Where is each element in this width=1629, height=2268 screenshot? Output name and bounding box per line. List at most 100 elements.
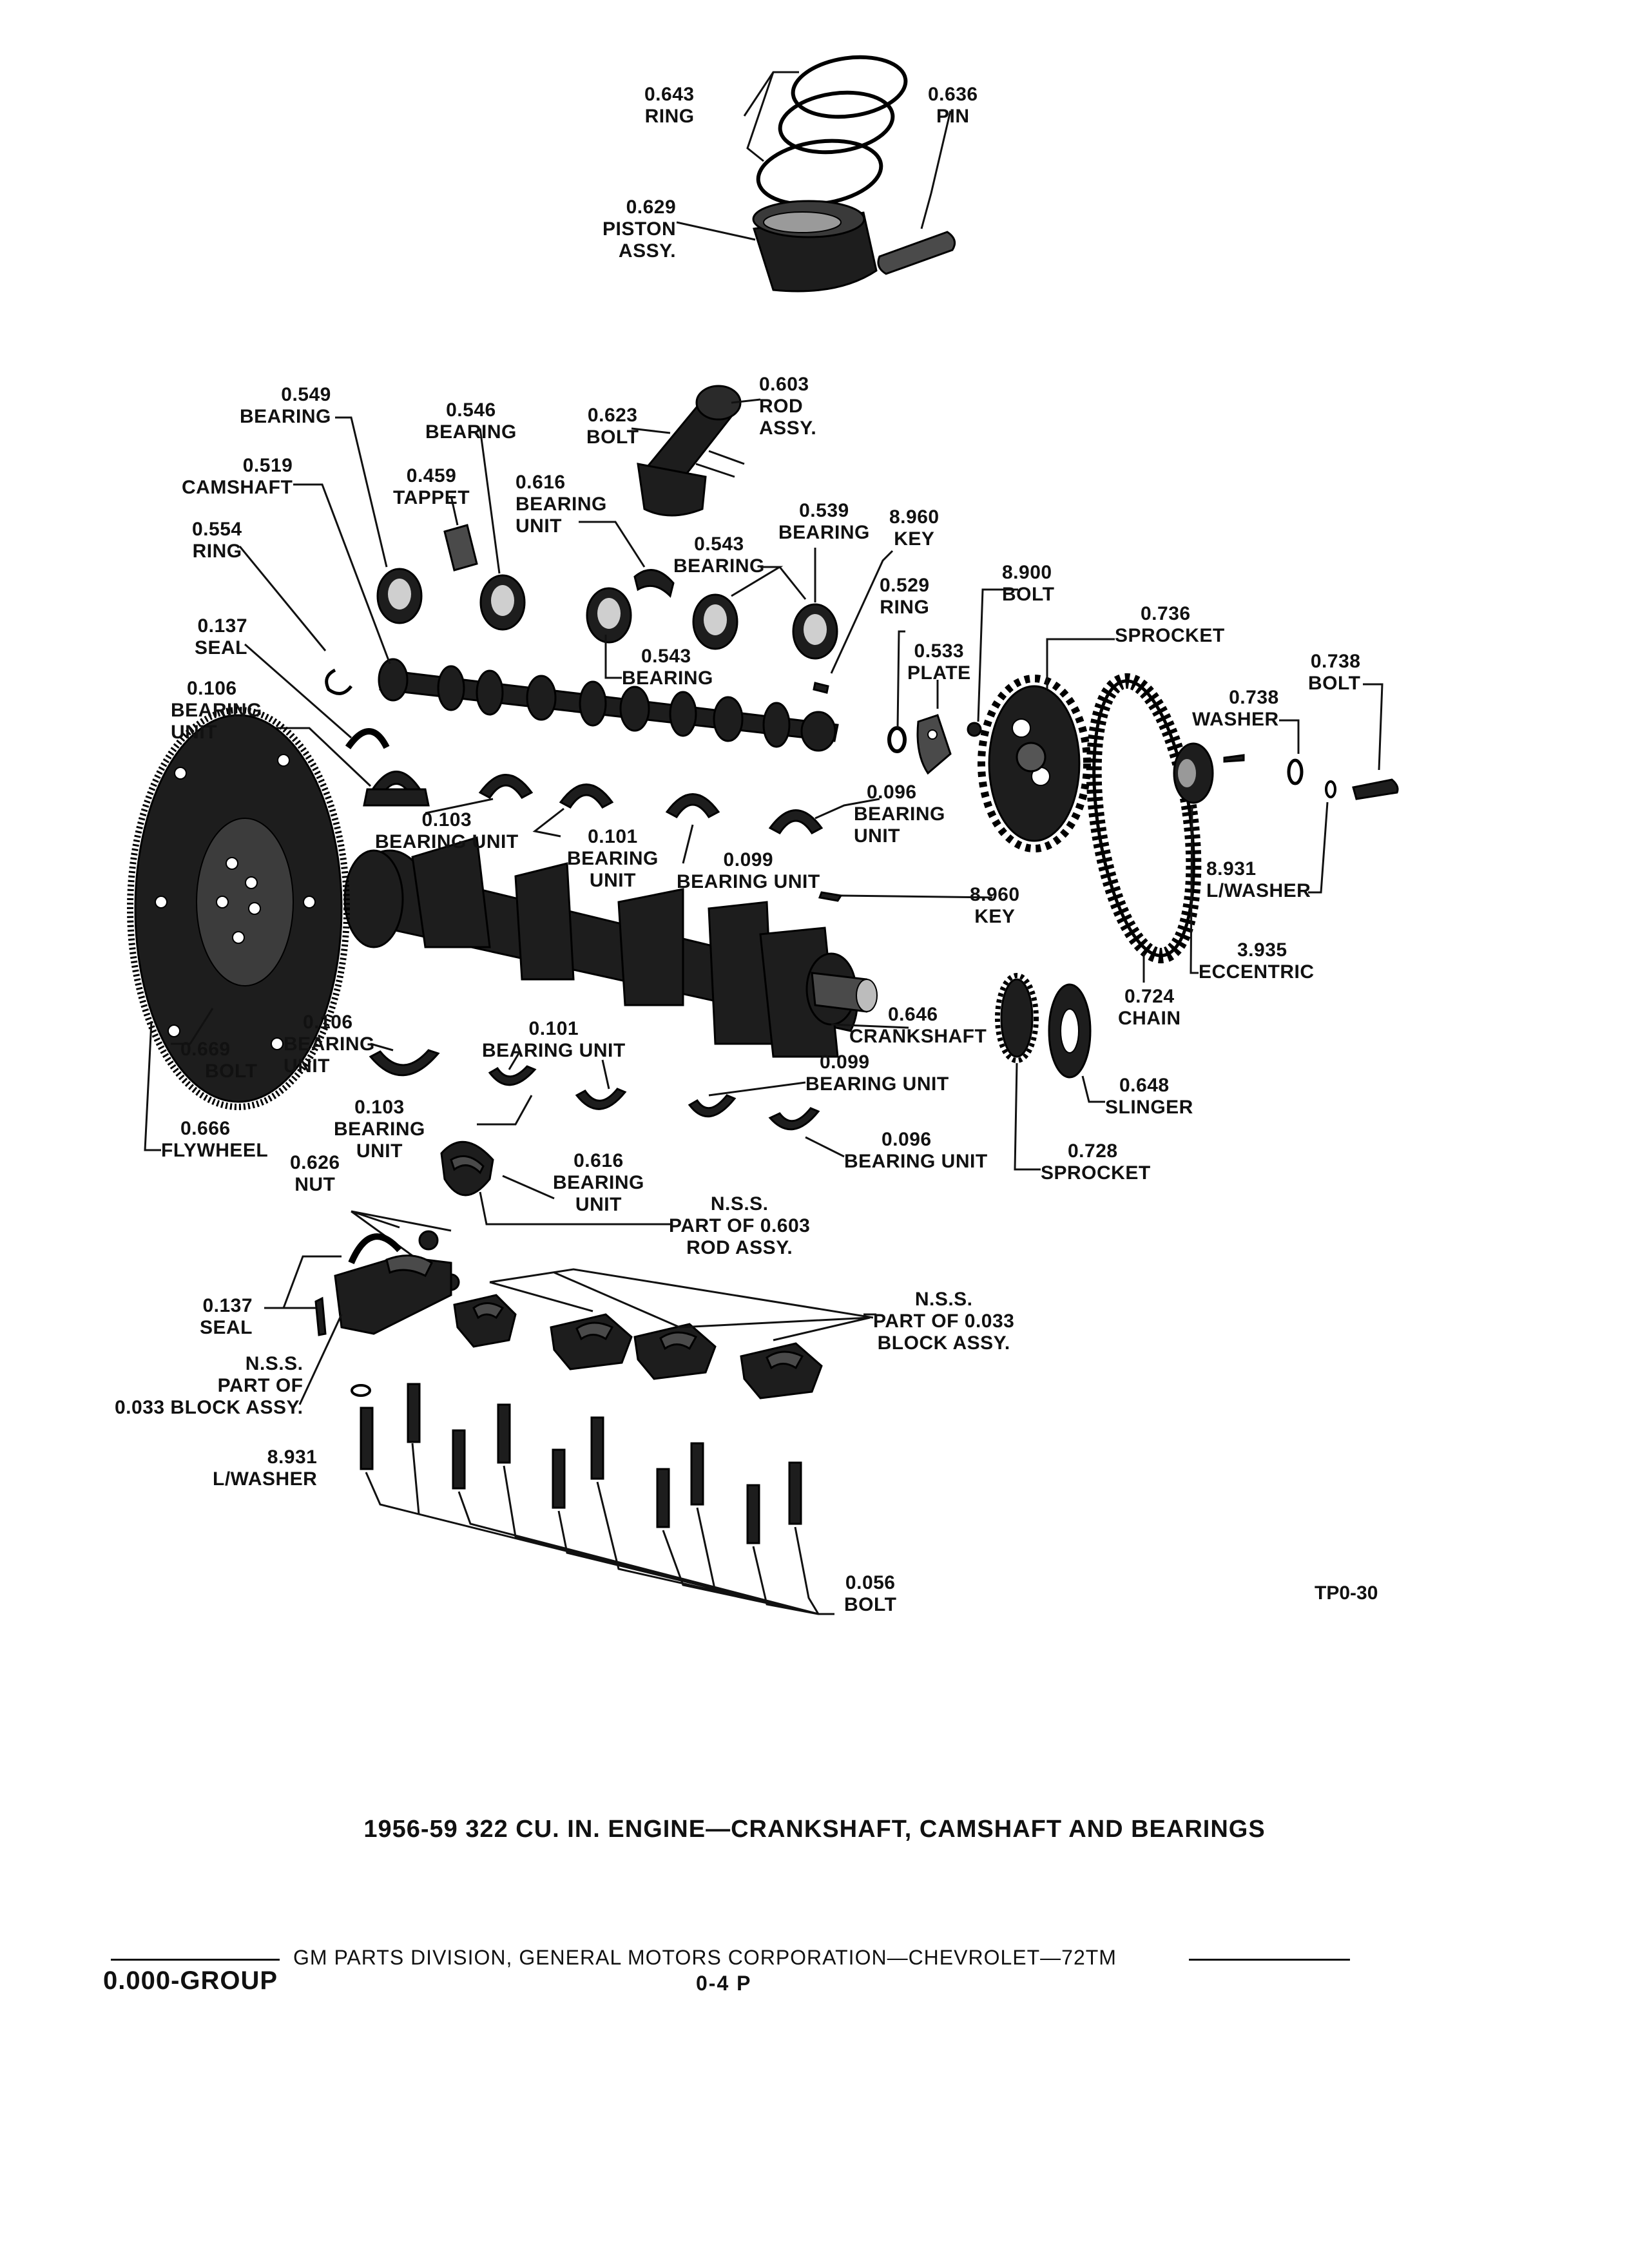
main-bearing-0106-top xyxy=(363,771,430,807)
plate-0533 xyxy=(916,714,952,775)
key-8960-top xyxy=(813,682,829,694)
bolt-8900 xyxy=(967,722,982,737)
main-bearing-0096-top xyxy=(768,809,824,834)
main-bearing-0106-bottom xyxy=(369,1049,440,1077)
main-cap-bolts xyxy=(360,1383,802,1544)
cam-sprocket-0736 xyxy=(978,675,1091,852)
main-bearing-0101-bottom xyxy=(488,1065,537,1086)
main-cap-3 xyxy=(633,1323,717,1380)
key-8960-bottom xyxy=(818,891,843,902)
main-bearing-0096-bottom xyxy=(768,1107,820,1131)
main-bearing-0103-top xyxy=(478,774,534,799)
lwasher-8931-top xyxy=(1325,780,1336,798)
cam-bearing-0546 xyxy=(479,574,526,631)
ring-0529 xyxy=(887,726,907,753)
publisher-line: GM PARTS DIVISION, GENERAL MOTORS CORPOR… xyxy=(293,1946,1117,1969)
timing-chain-0724 xyxy=(1086,673,1202,964)
crank-sprocket-0728 xyxy=(995,973,1039,1063)
tappet-0459 xyxy=(443,524,478,572)
main-bearing-0101-top xyxy=(559,783,614,809)
seal-0137-bottom xyxy=(348,1233,402,1264)
cam-bearing-0539 xyxy=(792,603,838,660)
rod-cap-bearing-0616-bottom xyxy=(440,1140,494,1196)
flywheel-0666 xyxy=(127,707,350,1110)
main-bearing-0099-bottom xyxy=(688,1094,737,1118)
footer-rule-left xyxy=(111,1959,280,1961)
group-number: 0.000-GROUP xyxy=(103,1966,278,1995)
piston-assembly xyxy=(752,200,878,293)
eccentric-3935 xyxy=(1173,742,1214,804)
main-cap-2 xyxy=(550,1313,633,1370)
main-cap-1 xyxy=(453,1294,517,1348)
connecting-rod xyxy=(637,385,745,517)
page-number: 0-4 P xyxy=(696,1972,752,1995)
main-bearing-0099-top xyxy=(665,793,720,818)
piston-pin xyxy=(877,231,956,275)
washer-0738 xyxy=(1287,758,1304,785)
cam-bearing-0549 xyxy=(376,568,423,624)
figure-caption: 1956-59 322 CU. IN. ENGINE—CRANKSHAFT, C… xyxy=(363,1816,1266,1843)
bolt-0738 xyxy=(1352,778,1399,800)
footer-rule-right xyxy=(1189,1959,1350,1961)
camshaft xyxy=(378,658,839,752)
piston-rings xyxy=(756,55,908,207)
seal-0137-top xyxy=(345,728,390,749)
cam-bearing-0543-a xyxy=(586,587,632,644)
slinger-0648 xyxy=(1048,983,1092,1079)
ring-0554 xyxy=(325,668,352,695)
lwasher-8931-bottom xyxy=(351,1384,371,1397)
cam-bearing-0543-b xyxy=(692,593,738,650)
crankshaft xyxy=(343,836,878,1058)
main-cap-4 xyxy=(740,1342,823,1399)
